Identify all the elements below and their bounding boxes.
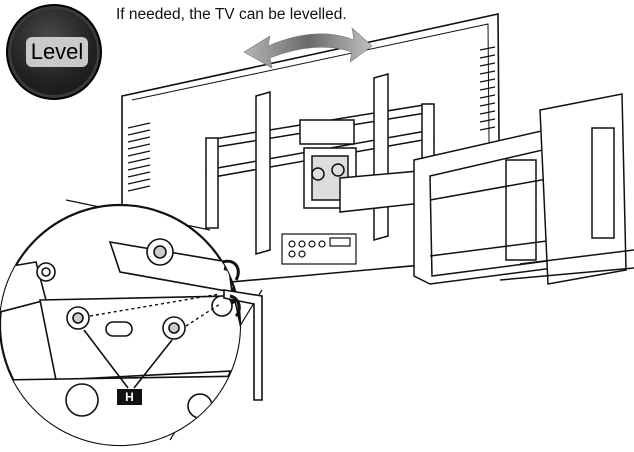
- badge-label: Level: [26, 37, 88, 67]
- mount-brackets: [205, 73, 435, 255]
- rotate-arrow-icon: [243, 27, 373, 69]
- tv-connector-panel: [281, 233, 357, 265]
- part-label-h: H: [117, 389, 142, 405]
- allen-key-icon: [223, 289, 263, 401]
- detail-magnifier: [0, 203, 263, 447]
- turn-direction-arrows: [221, 259, 241, 318]
- instruction-headline: If needed, the TV can be levelled.: [116, 6, 347, 23]
- wall-plate: [499, 93, 634, 285]
- level-badge: Level: [6, 4, 102, 100]
